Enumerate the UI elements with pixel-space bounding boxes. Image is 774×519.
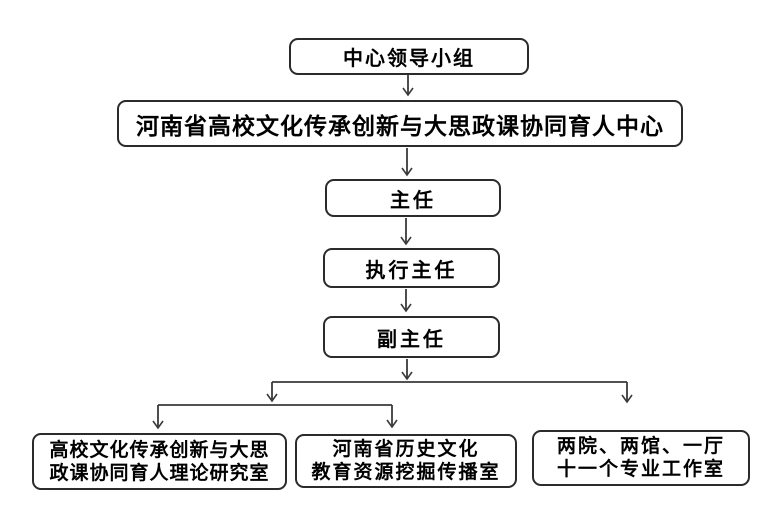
node-leadership-label: 中心领导小组	[343, 46, 475, 70]
node-professional-workshops-label: 两院、两馆、一厅 十一个专业工作室	[556, 435, 725, 480]
node-leadership-group: 中心领导小组	[289, 38, 529, 75]
node-heritage-resource-office: 河南省历史文化 教育资源挖掘传播室	[295, 434, 517, 488]
node-director-label: 主任	[390, 187, 436, 212]
node-deputy-director: 副主任	[323, 316, 500, 358]
node-theory-research-office-label: 高校文化传承创新与大思 政课协同育人理论研究室	[49, 438, 270, 484]
node-executive-director-label: 执行主任	[365, 257, 458, 282]
node-heritage-resource-office-label: 河南省历史文化 教育资源挖掘传播室	[311, 438, 501, 483]
node-deputy-director-label: 副主任	[377, 326, 446, 351]
node-theory-research-office: 高校文化传承创新与大思 政课协同育人理论研究室	[32, 433, 287, 490]
node-director: 主任	[325, 179, 501, 217]
node-executive-director: 执行主任	[323, 248, 500, 288]
node-collaboration-center: 河南省高校文化传承创新与大思政课协同育人中心	[117, 100, 683, 147]
node-collaboration-center-label: 河南省高校文化传承创新与大思政课协同育人中心	[136, 113, 664, 140]
node-professional-workshops: 两院、两馆、一厅 十一个专业工作室	[532, 430, 750, 486]
